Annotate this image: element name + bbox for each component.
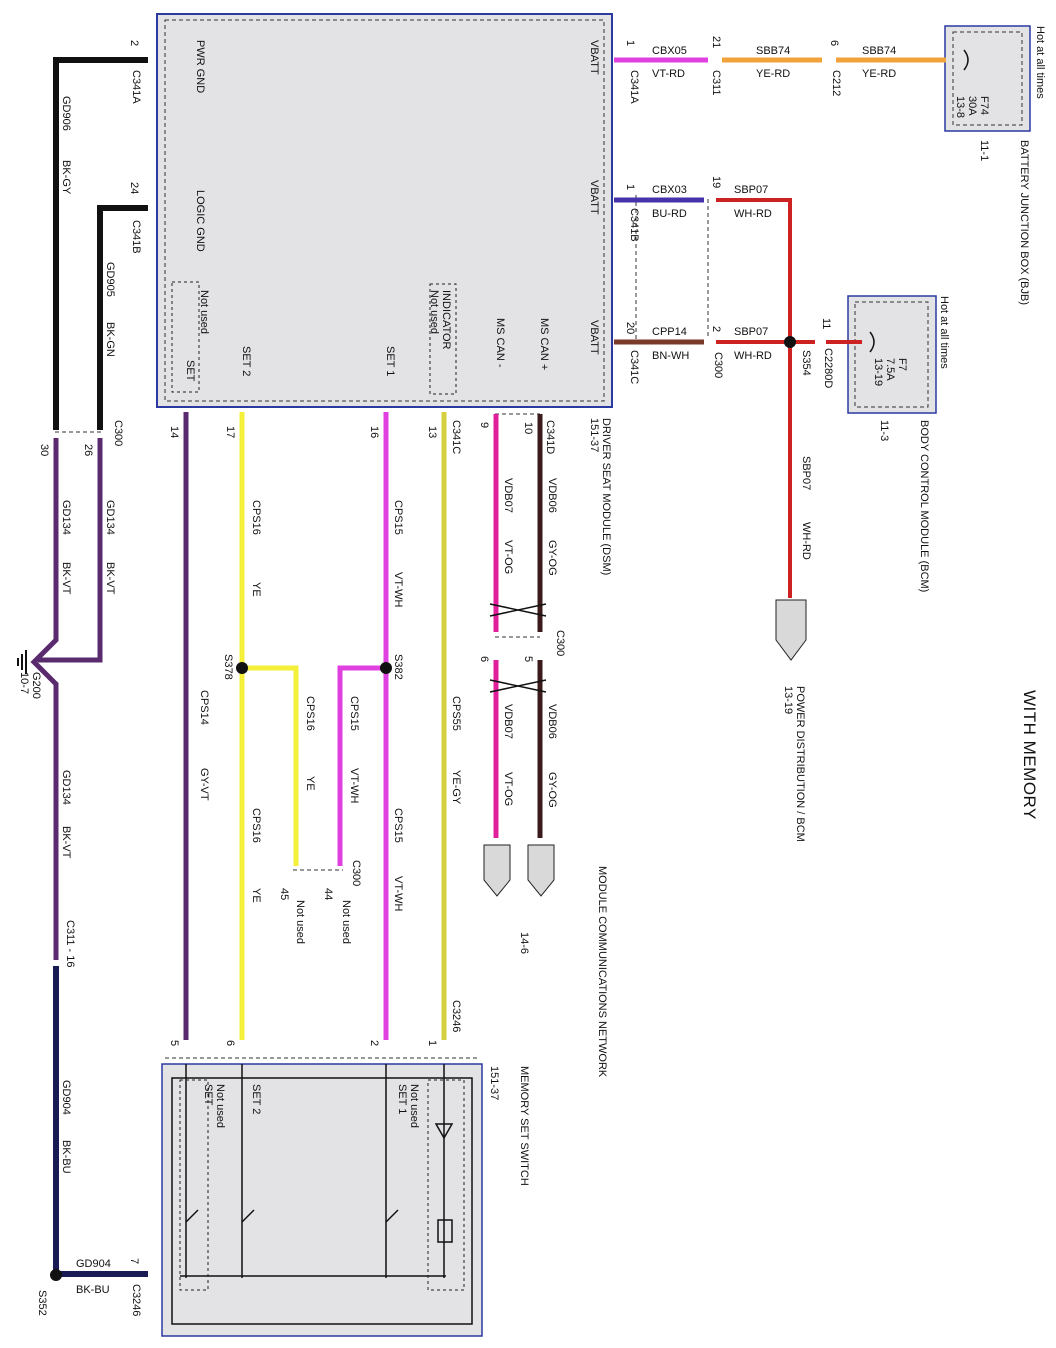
switch-module-box — [161, 1063, 483, 1337]
network-arrow-b — [527, 844, 555, 897]
dsm-module-inner-dash — [164, 19, 605, 402]
twist-symbol-a — [489, 603, 547, 617]
set-switch-contact-icon — [185, 1209, 199, 1223]
dsm-not-used-box — [171, 281, 200, 393]
twist-symbol-b — [489, 679, 547, 693]
wire-cps15-branch — [337, 665, 386, 866]
set2-switch-contact-icon — [241, 1209, 255, 1223]
power-distribution-arrow — [775, 599, 807, 661]
wire-gd134-a — [30, 438, 59, 960]
wire-gd906 — [53, 57, 148, 430]
dsm-indicator-box — [429, 283, 457, 395]
bjb-inner-dash — [952, 31, 1023, 126]
switch-internal-wiring — [180, 1064, 446, 1278]
fuse-f74-symbol — [963, 49, 969, 71]
ground-g200-symbol — [17, 650, 27, 674]
fuse-f7-symbol — [869, 331, 875, 353]
wire-gd134-b — [38, 438, 103, 663]
wire-gd905 — [97, 205, 148, 430]
splice-s354-dot — [784, 336, 796, 348]
network-arrow-a — [483, 844, 511, 897]
splice-s378-dot — [236, 662, 248, 674]
set1-switch-contact-icon — [385, 1209, 399, 1223]
bcm-inner-dash — [854, 301, 929, 408]
wire-sbp07-a — [716, 198, 792, 598]
resistor-icon — [437, 1219, 453, 1243]
dsm-module-box — [156, 13, 613, 408]
bcm-module-box — [847, 295, 937, 414]
wire-cps16-branch — [242, 665, 299, 866]
switch-not-used-set-box — [179, 1079, 209, 1291]
switch-indicator-box — [427, 1079, 465, 1291]
splice-s352-dot — [50, 1269, 62, 1281]
bjb-module-box — [944, 25, 1031, 132]
splice-s382-dot — [380, 662, 392, 674]
led-indicator-icon — [434, 1123, 454, 1140]
wire-gd904 — [53, 966, 148, 1277]
switch-inner-box — [171, 1077, 473, 1325]
